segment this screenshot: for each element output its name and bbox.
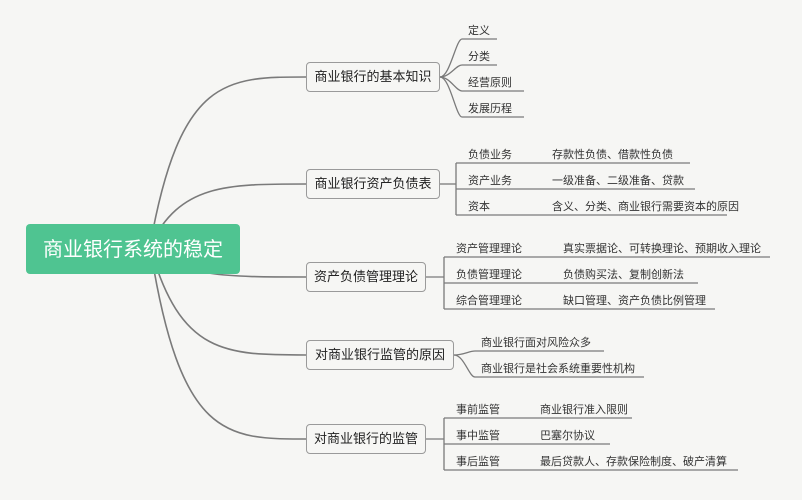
leaf-detail[interactable]: 商业银行准入限则 bbox=[540, 403, 628, 416]
leaf-topic[interactable]: 发展历程 bbox=[468, 102, 512, 115]
branch-topic[interactable]: 商业银行资产负债表 bbox=[306, 169, 440, 199]
leaf-topic[interactable]: 资本 bbox=[468, 200, 490, 213]
leaf-detail[interactable]: 缺口管理、资产负债比例管理 bbox=[563, 294, 706, 307]
leaf-topic[interactable]: 资产业务 bbox=[468, 174, 512, 187]
leaf-detail[interactable]: 巴塞尔协议 bbox=[540, 429, 595, 442]
root-topic[interactable]: 商业银行系统的稳定 bbox=[26, 224, 240, 274]
leaf-topic[interactable]: 分类 bbox=[468, 50, 490, 63]
leaf-detail[interactable]: 最后贷款人、存款保险制度、破产清算 bbox=[540, 455, 727, 468]
branch-topic[interactable]: 资产负债管理理论 bbox=[306, 262, 426, 292]
leaf-topic[interactable]: 商业银行是社会系统重要性机构 bbox=[481, 362, 635, 375]
leaf-detail[interactable]: 一级准备、二级准备、贷款 bbox=[552, 174, 684, 187]
leaf-topic[interactable]: 事中监管 bbox=[456, 429, 500, 442]
leaf-topic[interactable]: 商业银行面对风险众多 bbox=[481, 336, 591, 349]
branch-topic[interactable]: 对商业银行监管的原因 bbox=[306, 340, 454, 370]
leaf-topic[interactable]: 事后监管 bbox=[456, 455, 500, 468]
leaf-topic[interactable]: 负债管理理论 bbox=[456, 268, 522, 281]
leaf-topic[interactable]: 资产管理理论 bbox=[456, 242, 522, 255]
leaf-detail[interactable]: 存款性负债、借款性负债 bbox=[552, 148, 673, 161]
leaf-topic[interactable]: 负债业务 bbox=[468, 148, 512, 161]
leaf-detail[interactable]: 含义、分类、商业银行需要资本的原因 bbox=[552, 200, 739, 213]
leaf-topic[interactable]: 综合管理理论 bbox=[456, 294, 522, 307]
branch-topic[interactable]: 商业银行的基本知识 bbox=[306, 62, 440, 92]
branch-topic[interactable]: 对商业银行的监管 bbox=[306, 424, 426, 454]
leaf-detail[interactable]: 负债购买法、复制创新法 bbox=[563, 268, 684, 281]
leaf-topic[interactable]: 经营原则 bbox=[468, 76, 512, 89]
leaf-topic[interactable]: 定义 bbox=[468, 24, 490, 37]
leaf-detail[interactable]: 真实票据论、可转换理论、预期收入理论 bbox=[563, 242, 761, 255]
leaf-topic[interactable]: 事前监管 bbox=[456, 403, 500, 416]
